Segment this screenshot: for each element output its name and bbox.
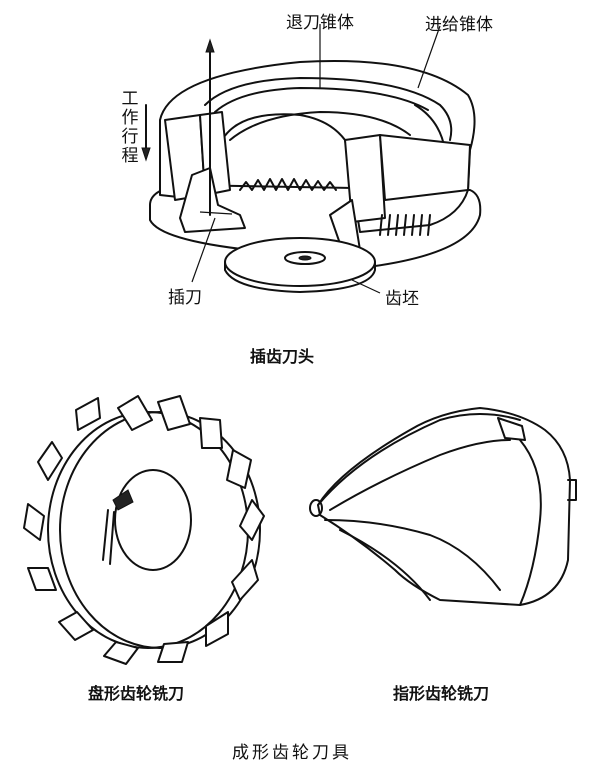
hub-hole: [114, 469, 192, 571]
disk-teeth: [23, 395, 265, 665]
label-feed-cone: 进给锥体: [425, 15, 493, 35]
left-cutter: [179, 167, 246, 233]
label-working-stroke: 工作行程: [121, 89, 139, 166]
label-gear-blank: 齿坯: [385, 289, 419, 309]
finger-tip: [309, 499, 323, 517]
finger-body: [317, 407, 571, 606]
shaper-head-drawing: [141, 24, 482, 294]
gear-teeth: [239, 178, 337, 191]
caption-finger-cutter: 指形齿轮铣刀: [393, 684, 490, 703]
figure-title: 成形齿轮刀具: [232, 743, 352, 763]
keyway: [112, 489, 134, 511]
right-cutter-block: [344, 134, 386, 223]
finger-cutter-drawing: [309, 407, 577, 606]
caption-disk-cutter: 盘形齿轮铣刀: [88, 684, 185, 703]
blank-hole: [284, 251, 326, 265]
gear-blank: [224, 237, 376, 287]
retract-cone-surface: [229, 111, 411, 141]
label-shaping-cutter: 插刀: [168, 288, 202, 308]
inner-ring: [204, 77, 453, 141]
label-retract-cone: 退刀锥体: [286, 13, 354, 33]
disk-cutter-drawing: [23, 395, 265, 665]
caption-shaper-head: 插齿刀头: [250, 347, 315, 366]
